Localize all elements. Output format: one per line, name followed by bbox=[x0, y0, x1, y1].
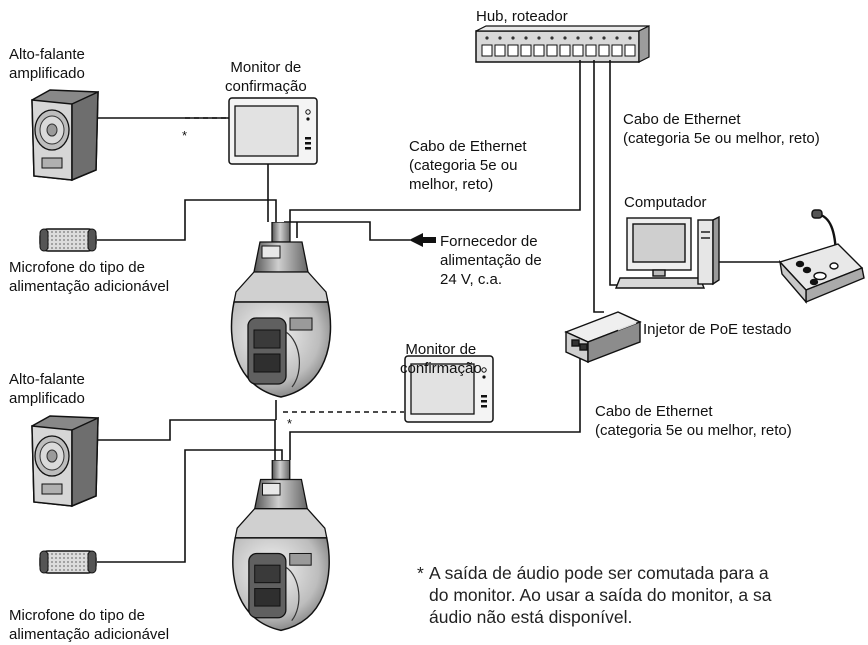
mic-bottom-label-line: alimentação adicionável bbox=[9, 626, 170, 643]
hub-port bbox=[598, 44, 610, 57]
speaker-top-label: Alto-falante amplificado bbox=[9, 45, 85, 83]
footnote-line: do monitor. Ao usar a saída do monitor, … bbox=[429, 585, 772, 605]
ethernet-poe-line: (categoria 5e ou melhor, reto) bbox=[595, 422, 792, 439]
hub-port bbox=[494, 44, 506, 57]
microphone-icon bbox=[39, 228, 97, 252]
monitor-top-label-line: Monitor de bbox=[230, 59, 302, 76]
asterisk-bottom: * bbox=[287, 416, 293, 431]
hub-icon bbox=[475, 25, 650, 63]
mic-top-label-line: alimentação adicionável bbox=[9, 278, 170, 295]
footnote: * A saída de áudio pode ser comutada par… bbox=[417, 562, 772, 628]
ethernet-camera-top-label: Cabo de Ethernet (categoria 5e ou melhor… bbox=[409, 137, 527, 194]
speaker-bottom-label-line: Alto-falante bbox=[9, 371, 85, 388]
power-supply-label: Fornecedor de alimentação de 24 V, c.a. bbox=[440, 232, 542, 289]
ethernet-camera-top-line: Cabo de Ethernet bbox=[409, 138, 527, 155]
ethernet-hub-right-line: (categoria 5e ou melhor, reto) bbox=[623, 130, 820, 147]
ethernet-camera-top-line: melhor, reto) bbox=[409, 176, 494, 193]
hub-led bbox=[615, 36, 619, 40]
hub-port bbox=[559, 44, 571, 57]
hub-port bbox=[507, 44, 519, 57]
mic-top-label-line: Microfone do tipo de bbox=[9, 259, 145, 276]
speaker-bottom-label: Alto-falante amplificado bbox=[9, 370, 85, 408]
hub-port bbox=[533, 44, 545, 57]
poe-injector-icon bbox=[564, 311, 642, 364]
hub-led bbox=[485, 36, 489, 40]
microphone-icon bbox=[39, 550, 97, 574]
camera-icon bbox=[232, 460, 330, 632]
hub-led bbox=[550, 36, 554, 40]
hub-port bbox=[572, 44, 584, 57]
power-supply-line: 24 V, c.a. bbox=[440, 271, 502, 288]
ethernet-poe-line: Cabo de Ethernet bbox=[595, 403, 713, 420]
hub-led bbox=[589, 36, 593, 40]
dashed-monitor-cables bbox=[185, 117, 404, 413]
ethernet-hub-right-line: Cabo de Ethernet bbox=[623, 111, 741, 128]
mic-bottom-label-line: Microfone do tipo de bbox=[9, 607, 145, 624]
speaker-top-label-line: Alto-falante bbox=[9, 46, 85, 63]
hub-port bbox=[546, 44, 558, 57]
footnote-line: áudio não está disponível. bbox=[429, 607, 633, 627]
speaker-icon bbox=[31, 89, 99, 181]
monitor-top-label-line: confirmação bbox=[225, 78, 307, 95]
hub-port bbox=[611, 44, 623, 57]
hub-led bbox=[563, 36, 567, 40]
desk-microphone-icon bbox=[778, 209, 865, 304]
ethernet-camera-top-line: (categoria 5e ou bbox=[409, 157, 518, 174]
speaker-icon bbox=[31, 415, 99, 507]
hub-led bbox=[602, 36, 606, 40]
hub-port bbox=[481, 44, 493, 57]
cables bbox=[97, 60, 780, 563]
footnote-star: * bbox=[417, 563, 424, 583]
speaker-top-label-line: amplificado bbox=[9, 65, 85, 82]
hub-led bbox=[511, 36, 515, 40]
hub-led bbox=[524, 36, 528, 40]
monitor-bottom-label: Monitor de confirmação bbox=[400, 340, 482, 378]
hub-led bbox=[576, 36, 580, 40]
hub-port bbox=[585, 44, 597, 57]
hub-led bbox=[537, 36, 541, 40]
monitor-bottom-label-line: Monitor de bbox=[405, 341, 477, 358]
hub-label: Hub, roteador bbox=[476, 8, 568, 25]
mic-bottom-label: Microfone do tipo de alimentação adicion… bbox=[9, 606, 169, 644]
hub-port bbox=[624, 44, 636, 57]
asterisk-top: * bbox=[182, 128, 188, 143]
ethernet-poe-label: Cabo de Ethernet (categoria 5e ou melhor… bbox=[595, 402, 792, 440]
mic-top-label: Microfone do tipo de alimentação adicion… bbox=[9, 258, 169, 296]
speaker-bottom-label-line: amplificado bbox=[9, 390, 85, 407]
computer-label: Computador bbox=[624, 194, 707, 211]
power-supply-line: alimentação de bbox=[440, 252, 542, 269]
arrow-left-icon bbox=[409, 233, 436, 247]
computer-icon bbox=[614, 215, 720, 289]
footnote-line: A saída de áudio pode ser comutada para … bbox=[429, 563, 769, 583]
hub-led bbox=[628, 36, 632, 40]
ethernet-hub-right-label: Cabo de Ethernet (categoria 5e ou melhor… bbox=[623, 110, 820, 148]
hub-led bbox=[498, 36, 502, 40]
monitor-bottom-label-line: confirmação bbox=[400, 360, 482, 377]
camera-icon bbox=[230, 222, 332, 398]
hub-port bbox=[520, 44, 532, 57]
monitor-icon bbox=[228, 97, 318, 165]
poe-injector-label: Injetor de PoE testado bbox=[643, 321, 792, 338]
power-supply-line: Fornecedor de bbox=[440, 233, 538, 250]
monitor-top-label: Monitor de confirmação bbox=[225, 58, 307, 96]
